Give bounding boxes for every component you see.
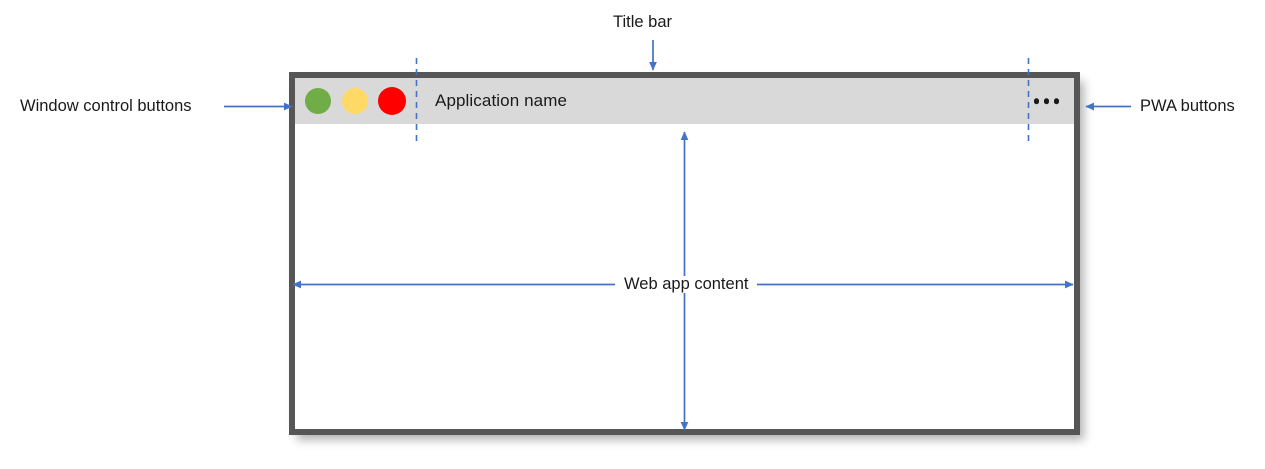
annotation-title-bar: Title bar: [613, 13, 672, 31]
annotation-pwa-buttons: PWA buttons: [1140, 97, 1235, 115]
window-control-close-button[interactable]: [378, 87, 406, 115]
annotation-web-app-content: Web app content: [615, 276, 758, 293]
annotation-window-control-buttons: Window control buttons: [20, 97, 192, 115]
application-name-label: Application name: [435, 91, 568, 110]
ellipsis-dot: [1053, 98, 1059, 104]
ellipsis-dot: [1033, 98, 1039, 104]
window-control-minimize-button[interactable]: [305, 88, 331, 114]
window-control-maximize-button[interactable]: [342, 88, 368, 114]
application-window: Application name: [289, 72, 1080, 435]
ellipsis-dot: [1043, 98, 1049, 104]
title-bar[interactable]: Application name: [295, 78, 1074, 124]
ellipsis-horizontal-icon[interactable]: [1033, 98, 1059, 104]
